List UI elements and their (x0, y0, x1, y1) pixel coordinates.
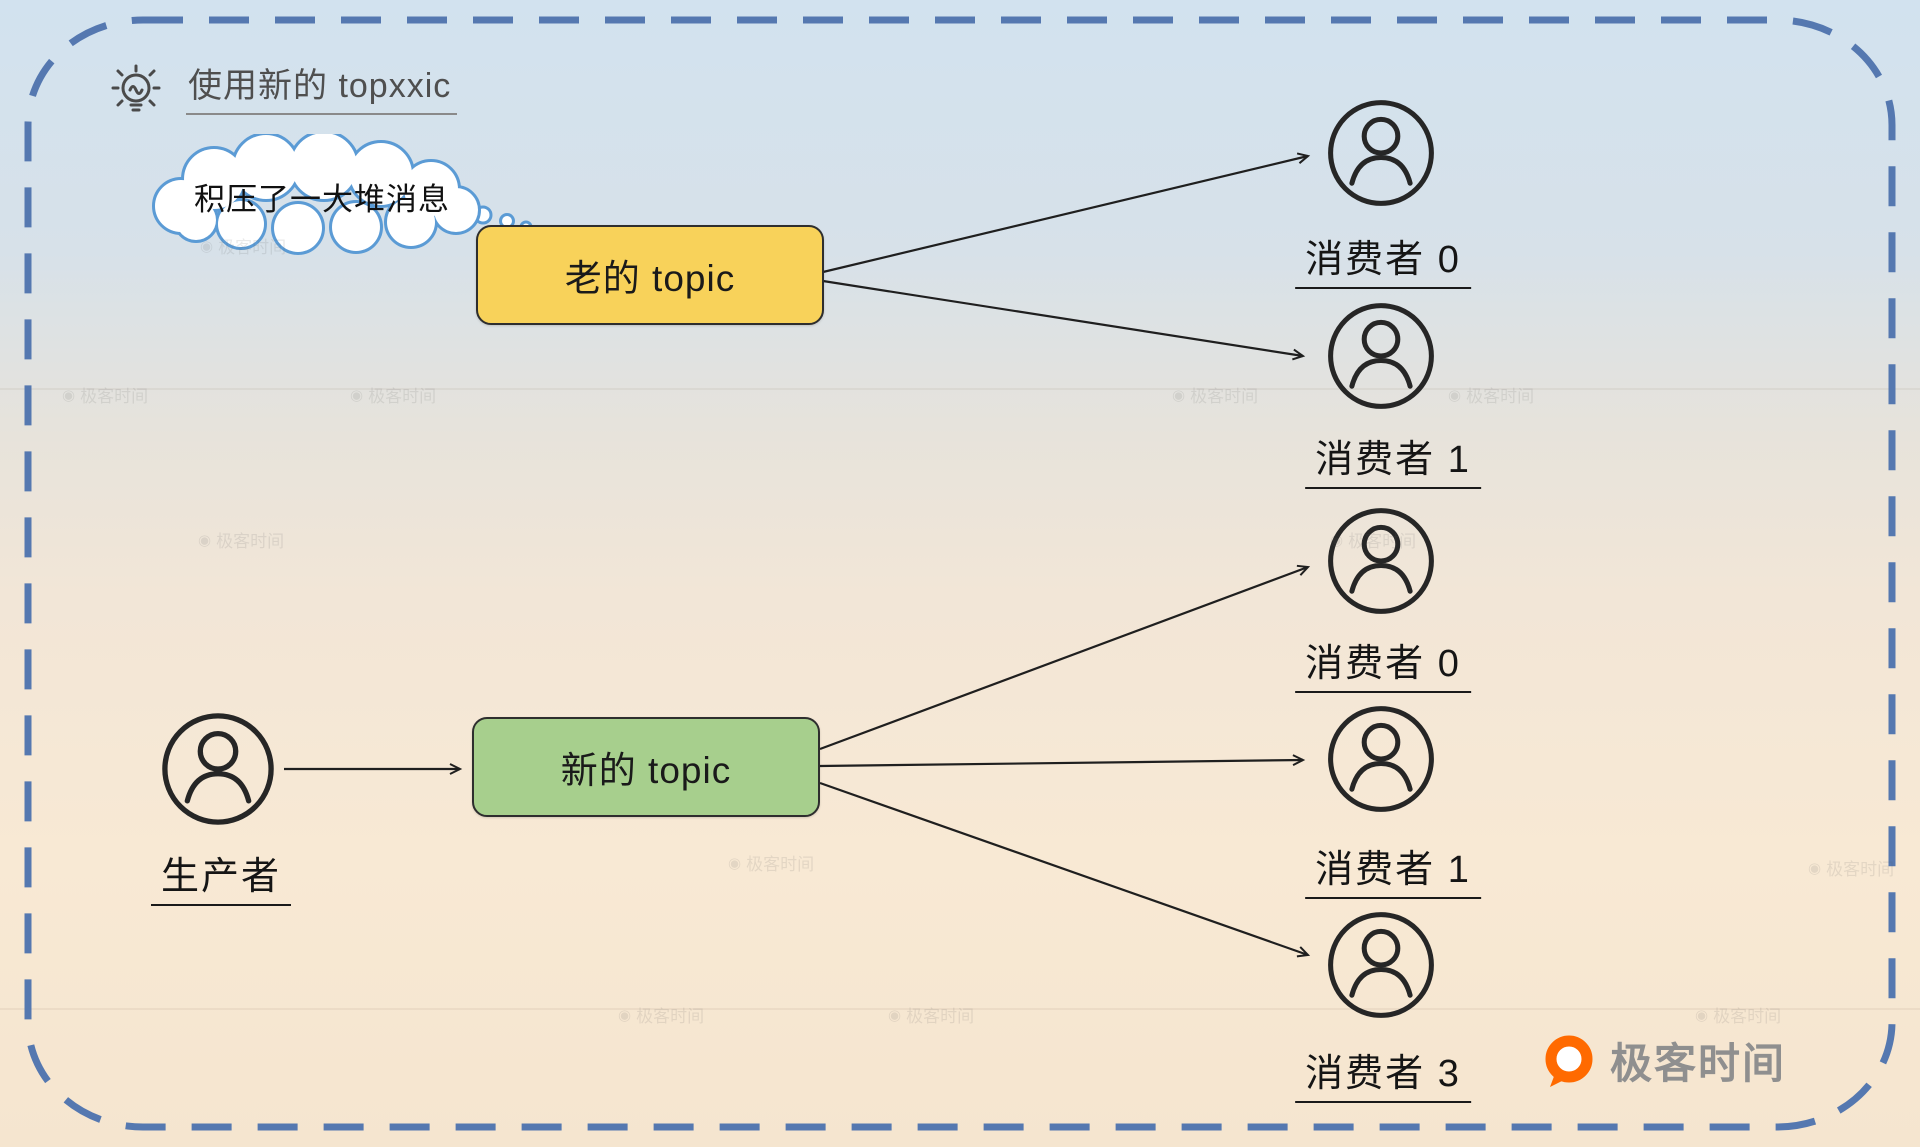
watermark-logo-icon: ◉ (1695, 1006, 1709, 1024)
person-icon (1325, 97, 1437, 209)
watermark-text: 极客时间 (906, 1007, 975, 1026)
watermark-logo-icon: ◉ (1172, 386, 1186, 404)
new-topic-node: 新的 topic (472, 717, 820, 817)
watermark-text: 极客时间 (80, 387, 149, 406)
watermark-text: 极客时间 (1466, 387, 1535, 406)
new-topic-label: 新的 topic (560, 750, 732, 791)
new-consumer-1-label: 消费者 1 (1305, 838, 1481, 899)
new-consumer-0-label: 消费者 0 (1295, 632, 1471, 693)
person-icon (159, 710, 277, 828)
watermark-logo-icon: ◉ (888, 1006, 902, 1024)
watermark: ◉极客时间 (1330, 527, 1416, 552)
watermark-text: 极客时间 (1826, 860, 1895, 879)
thought-bubble: 积压了一大堆消息 (126, 134, 518, 256)
person-icon (1325, 909, 1437, 1021)
watermark-text: 极客时间 (746, 855, 815, 874)
person-icon (1325, 300, 1437, 412)
watermark-text: 极客时间 (368, 387, 437, 406)
page-title: 使用新的 topxxic (186, 58, 458, 115)
geektime-logo-text: 极客时间 (1610, 1040, 1787, 1087)
watermark-logo-icon: ◉ (1808, 859, 1822, 877)
watermark-text: 极客时间 (636, 1007, 705, 1026)
dashed-border (24, 16, 1896, 1131)
person-icon (1325, 703, 1437, 815)
watermark: ◉极客时间 (728, 850, 814, 875)
watermark-text: 极客时间 (1713, 1007, 1782, 1026)
person-icon (1325, 505, 1437, 617)
background-seam-line (0, 388, 1920, 390)
old-topic-label: 老的 topic (564, 258, 736, 299)
watermark: ◉极客时间 (618, 1002, 704, 1027)
watermark: ◉极客时间 (888, 1002, 974, 1027)
thought-bubble-text: 积压了一大堆消息 (194, 182, 450, 217)
arrow-lines (284, 152, 1311, 958)
arrow-old-topic-to-consumer1 (822, 279, 1306, 361)
watermark: ◉极客时间 (198, 527, 284, 552)
watermark-logo-icon: ◉ (62, 386, 76, 404)
old-consumer-0-label: 消费者 0 (1295, 228, 1471, 289)
watermark-text: 极客时间 (218, 238, 287, 257)
arrow-new-topic-to-consumer0 (819, 564, 1311, 751)
watermark-text: 极客时间 (1348, 532, 1417, 551)
old-topic-node: 老的 topic (476, 225, 824, 325)
watermark: ◉极客时间 (62, 382, 148, 407)
watermark-logo-icon: ◉ (728, 854, 742, 872)
geektime-logo-icon (1545, 1035, 1593, 1087)
watermark-logo-icon: ◉ (200, 237, 214, 255)
new-consumer-3-label: 消费者 3 (1295, 1042, 1471, 1103)
thought-bubble-shape (152, 134, 481, 255)
geektime-logo: 极客时间 (1540, 1030, 1786, 1091)
watermark-logo-icon: ◉ (1448, 386, 1462, 404)
watermark-logo-icon: ◉ (350, 386, 364, 404)
watermark: ◉极客时间 (1808, 855, 1894, 880)
watermark: ◉极客时间 (1448, 382, 1534, 407)
watermark-logo-icon: ◉ (198, 531, 212, 549)
background-seam-line (0, 1008, 1920, 1010)
watermark: ◉极客时间 (1695, 1002, 1781, 1027)
watermark-logo-icon: ◉ (1330, 531, 1344, 549)
watermark: ◉极客时间 (200, 233, 286, 258)
watermark-text: 极客时间 (216, 532, 285, 551)
arrow-new-topic-to-consumer1 (819, 754, 1306, 768)
arrow-new-topic-to-consumer3 (819, 781, 1311, 958)
hint-header: 使用新的 topxxic (104, 58, 458, 122)
watermark: ◉极客时间 (1172, 382, 1258, 407)
watermark: ◉极客时间 (350, 382, 436, 407)
lightbulb-icon (111, 64, 161, 112)
arrow-old-topic-to-consumer0 (822, 152, 1311, 274)
watermark-text: 极客时间 (1190, 387, 1259, 406)
producer-label: 生产者 (150, 845, 292, 906)
old-consumer-1-label: 消费者 1 (1305, 428, 1481, 489)
watermark-logo-icon: ◉ (618, 1006, 632, 1024)
